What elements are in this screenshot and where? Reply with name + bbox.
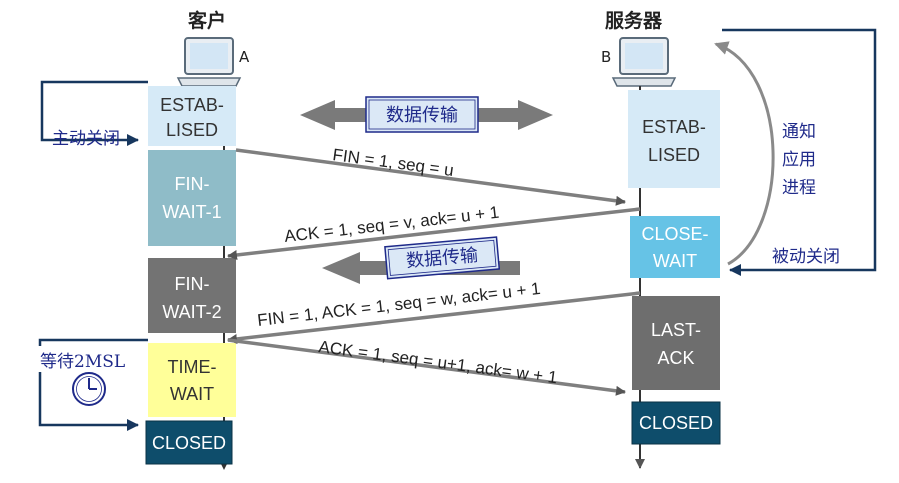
ack1-arrow — [227, 207, 641, 260]
client-state-time-wait: TIME- WAIT — [148, 343, 236, 417]
notify-app-curve-arrow — [714, 41, 775, 266]
server-state-last-ack: LAST- ACK — [632, 296, 720, 390]
svg-text:数据传输: 数据传输 — [386, 105, 458, 126]
data-transfer-bidirectional: 数据传输 — [300, 96, 553, 133]
client-computer-icon — [176, 37, 242, 87]
fin2-arrow — [227, 291, 641, 344]
server-computer-icon — [611, 37, 677, 87]
passive-close-bracket — [722, 28, 877, 272]
notify-line-2: 应用 — [782, 150, 816, 170]
passive-close-label: 被动关闭 — [772, 247, 840, 267]
svg-text:ESTAB-: ESTAB- — [160, 95, 224, 115]
clock-icon — [72, 372, 106, 406]
active-close-label: 主动关闭 — [52, 129, 120, 149]
svg-text:FIN-: FIN- — [175, 174, 210, 194]
fin1-label: FIN = 1, seq = u — [331, 145, 454, 180]
server-state-close-wait: CLOSE- WAIT — [630, 216, 720, 278]
client-state-established: ESTAB- LISED — [148, 86, 236, 146]
client-state-fin-wait-1: FIN- WAIT-1 — [148, 150, 236, 246]
svg-text:CLOSED: CLOSED — [152, 433, 226, 453]
client-state-closed: CLOSED — [145, 420, 233, 465]
fin1-arrow — [235, 148, 626, 206]
fin2-label: FIN = 1, ACK = 1, seq = w, ack= u + 1 — [256, 279, 541, 330]
wait-2msl-label: 等待2MSL — [40, 352, 125, 372]
client-label: A — [239, 48, 250, 66]
svg-text:ESTAB-: ESTAB- — [642, 117, 706, 137]
server-title: 服务器 — [605, 9, 663, 32]
server-state-closed: CLOSED — [631, 401, 721, 445]
client-title: 客户 — [188, 9, 226, 32]
svg-text:LISED: LISED — [648, 145, 700, 165]
svg-text:WAIT-2: WAIT-2 — [162, 302, 221, 322]
svg-text:WAIT: WAIT — [653, 251, 697, 271]
svg-text:CLOSED: CLOSED — [639, 413, 713, 433]
svg-text:ACK: ACK — [657, 348, 694, 368]
ack2-arrow — [227, 338, 626, 396]
server-state-established: ESTAB- LISED — [628, 90, 720, 188]
svg-text:FIN-: FIN- — [175, 274, 210, 294]
data-transfer-one-way: 数据传输 — [322, 236, 520, 284]
notify-line-1: 通知 — [782, 122, 816, 142]
svg-text:WAIT: WAIT — [170, 384, 214, 404]
svg-text:TIME-: TIME- — [168, 357, 217, 377]
wait-2msl-bracket — [38, 338, 148, 431]
svg-text:LAST-: LAST- — [651, 320, 701, 340]
ack2-label: ACK = 1, seq = u+1, ack= w + 1 — [317, 337, 558, 387]
active-close-bracket — [40, 80, 148, 146]
client-state-fin-wait-2: FIN- WAIT-2 — [148, 258, 236, 333]
svg-text:WAIT-1: WAIT-1 — [162, 202, 221, 222]
server-label: B — [601, 48, 611, 66]
notify-line-3: 进程 — [782, 178, 816, 198]
svg-text:LISED: LISED — [166, 120, 218, 140]
svg-text:CLOSE-: CLOSE- — [641, 224, 708, 244]
